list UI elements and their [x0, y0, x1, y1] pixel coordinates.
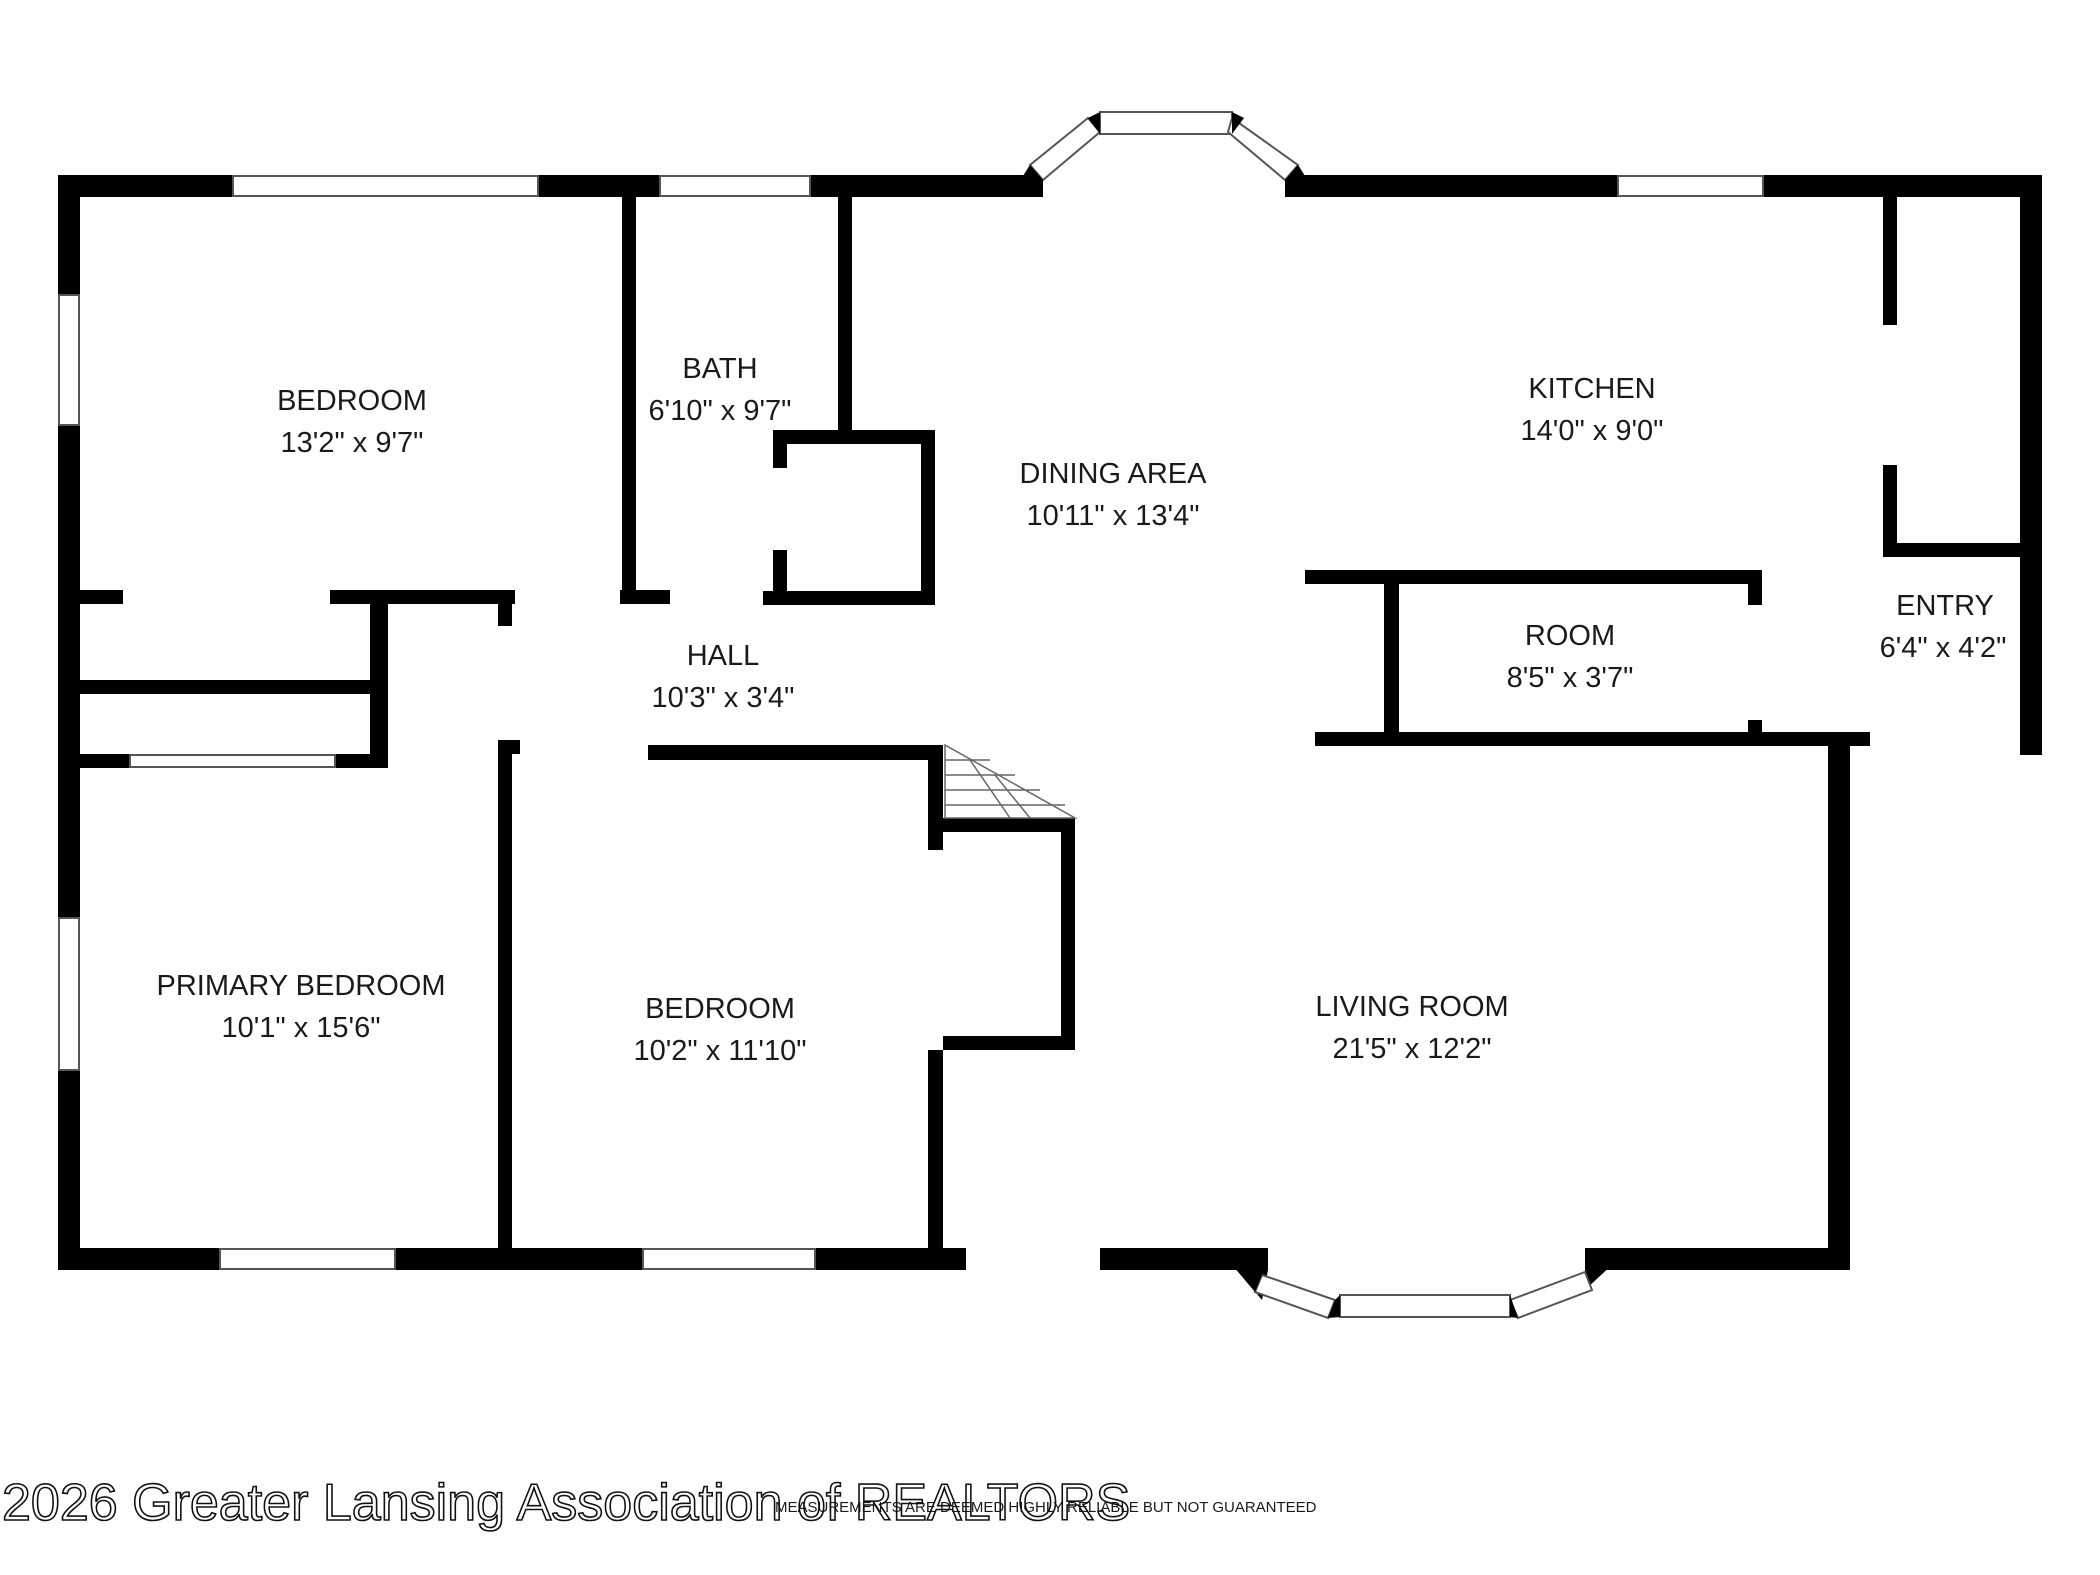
bay-walls [1010, 112, 1518, 1318]
room-labels: BEDROOM 13'2" x 9'7" BATH 6'10" x 9'7" D… [157, 353, 2007, 1067]
room-bedroom-1-name: BEDROOM [277, 385, 427, 417]
room-bath-name: BATH [682, 353, 757, 385]
copyright-watermark: 2026 Greater Lansing Association of REAL… [2, 1474, 1130, 1532]
room-dining-area-dims: 10'11" x 13'4" [1026, 500, 1199, 532]
room-entry-dims: 6'4" x 4'2" [1880, 632, 2007, 664]
room-bath-dims: 6'10" x 9'7" [649, 395, 792, 427]
room-room-dims: 8'5" x 3'7" [1507, 662, 1634, 694]
room-hall-name: HALL [687, 640, 760, 672]
stair [944, 743, 1078, 819]
measurement-disclaimer: MEASUREMENTS ARE DEEMED HIGHLY RELIABLE … [775, 1499, 1317, 1516]
room-living-room-name: LIVING ROOM [1315, 991, 1508, 1023]
room-primary-bedroom-dims: 10'1" x 15'6" [221, 1012, 380, 1044]
room-bedroom-1-dims: 13'2" x 9'7" [281, 427, 424, 459]
room-kitchen-dims: 14'0" x 9'0" [1521, 415, 1664, 447]
room-bedroom-2-name: BEDROOM [645, 993, 795, 1025]
room-hall-dims: 10'3" x 3'4" [652, 682, 795, 714]
room-living-room-dims: 21'5" x 12'2" [1332, 1033, 1491, 1065]
room-kitchen-name: KITCHEN [1528, 373, 1655, 405]
room-bedroom-2-dims: 10'2" x 11'10" [633, 1035, 806, 1067]
room-room-name: ROOM [1525, 620, 1615, 652]
room-entry-name: ENTRY [1896, 590, 1994, 622]
room-dining-area-name: DINING AREA [1020, 458, 1208, 490]
room-primary-bedroom-name: PRIMARY BEDROOM [157, 970, 446, 1002]
